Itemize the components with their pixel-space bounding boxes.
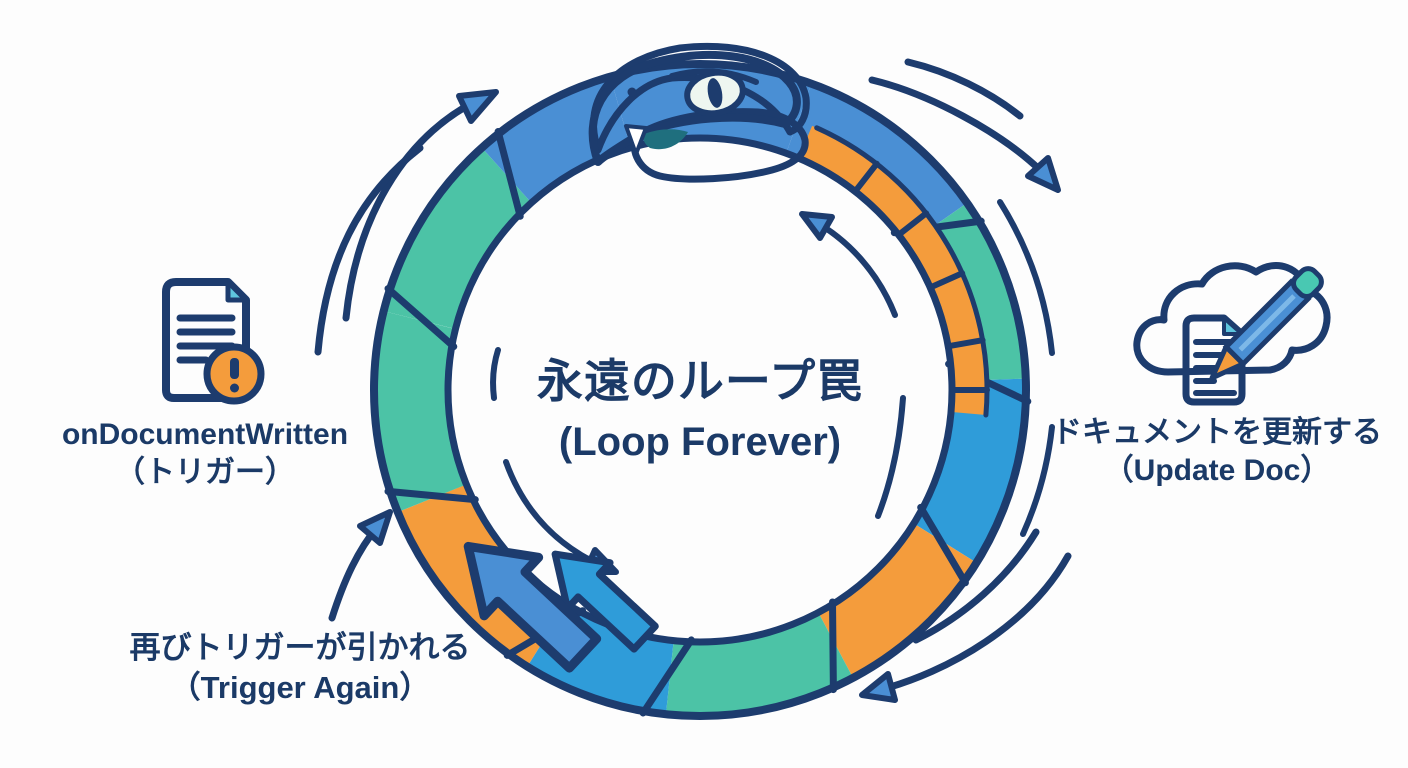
pencil-icon [1209, 266, 1324, 381]
arrowhead-down-right-icon [1025, 155, 1061, 193]
loop-motion-arrows [314, 58, 1072, 703]
exclamation-icon [230, 358, 239, 393]
center-title: 永遠のループ罠 (Loop Forever) [450, 352, 950, 468]
snake-eye-icon [684, 69, 746, 117]
update-label-en: （Update Doc） [1103, 454, 1331, 488]
arrow-arc [904, 58, 1024, 120]
arrow-arc [314, 144, 424, 356]
arrow-arc [328, 522, 382, 622]
retrigger-label-ja: 再びトリガーが引かれる [129, 630, 471, 665]
arrowhead-down-left-icon [859, 671, 898, 703]
arrow-arc [912, 528, 1040, 644]
speed-line [997, 199, 1055, 356]
speed-line [1020, 424, 1055, 537]
nostril [627, 87, 637, 97]
page-fold [1222, 316, 1244, 336]
tail-stripes [852, 160, 990, 393]
snake-tail [798, 125, 990, 418]
page-fold [225, 279, 249, 303]
center-title-ja: 永遠のループ罠 [536, 355, 864, 407]
ouroboros-snake [370, 42, 1032, 720]
document-alert-icon [162, 278, 265, 405]
arrowhead-up-left-icon [357, 509, 393, 546]
update-node-label: ドキュメントを更新する （Update Doc） [1026, 414, 1408, 491]
retrigger-arrow [463, 541, 659, 673]
trigger-node-label: onDocumentWritten （トリガー） [18, 416, 392, 493]
arrowhead-up-right-icon [456, 89, 499, 124]
head-crest [590, 42, 810, 154]
update-label-ja: ドキュメントを更新する [1052, 416, 1382, 449]
trigger-label-en: onDocumentWritten [61, 418, 349, 451]
mouth-shadow [643, 129, 688, 150]
center-title-en: (Loop Forever) [558, 419, 842, 464]
fang [624, 124, 648, 156]
retrigger-node-label: 再びトリガーが引かれる （Trigger Again） [92, 628, 508, 707]
trigger-label-ja: （トリガー） [115, 456, 295, 490]
retrigger-label-en: （Trigger Again） [169, 669, 431, 705]
arrow-arc [342, 98, 478, 322]
cloud-document [1182, 314, 1246, 406]
ring-outer-outline [370, 60, 1030, 720]
cloud-edit-icon [1133, 262, 1331, 406]
arrow-arc [868, 76, 1044, 174]
snake-head [588, 42, 810, 183]
arrow-arc [872, 552, 1072, 695]
cloud-shape [1133, 262, 1331, 376]
brow-line [669, 68, 759, 85]
